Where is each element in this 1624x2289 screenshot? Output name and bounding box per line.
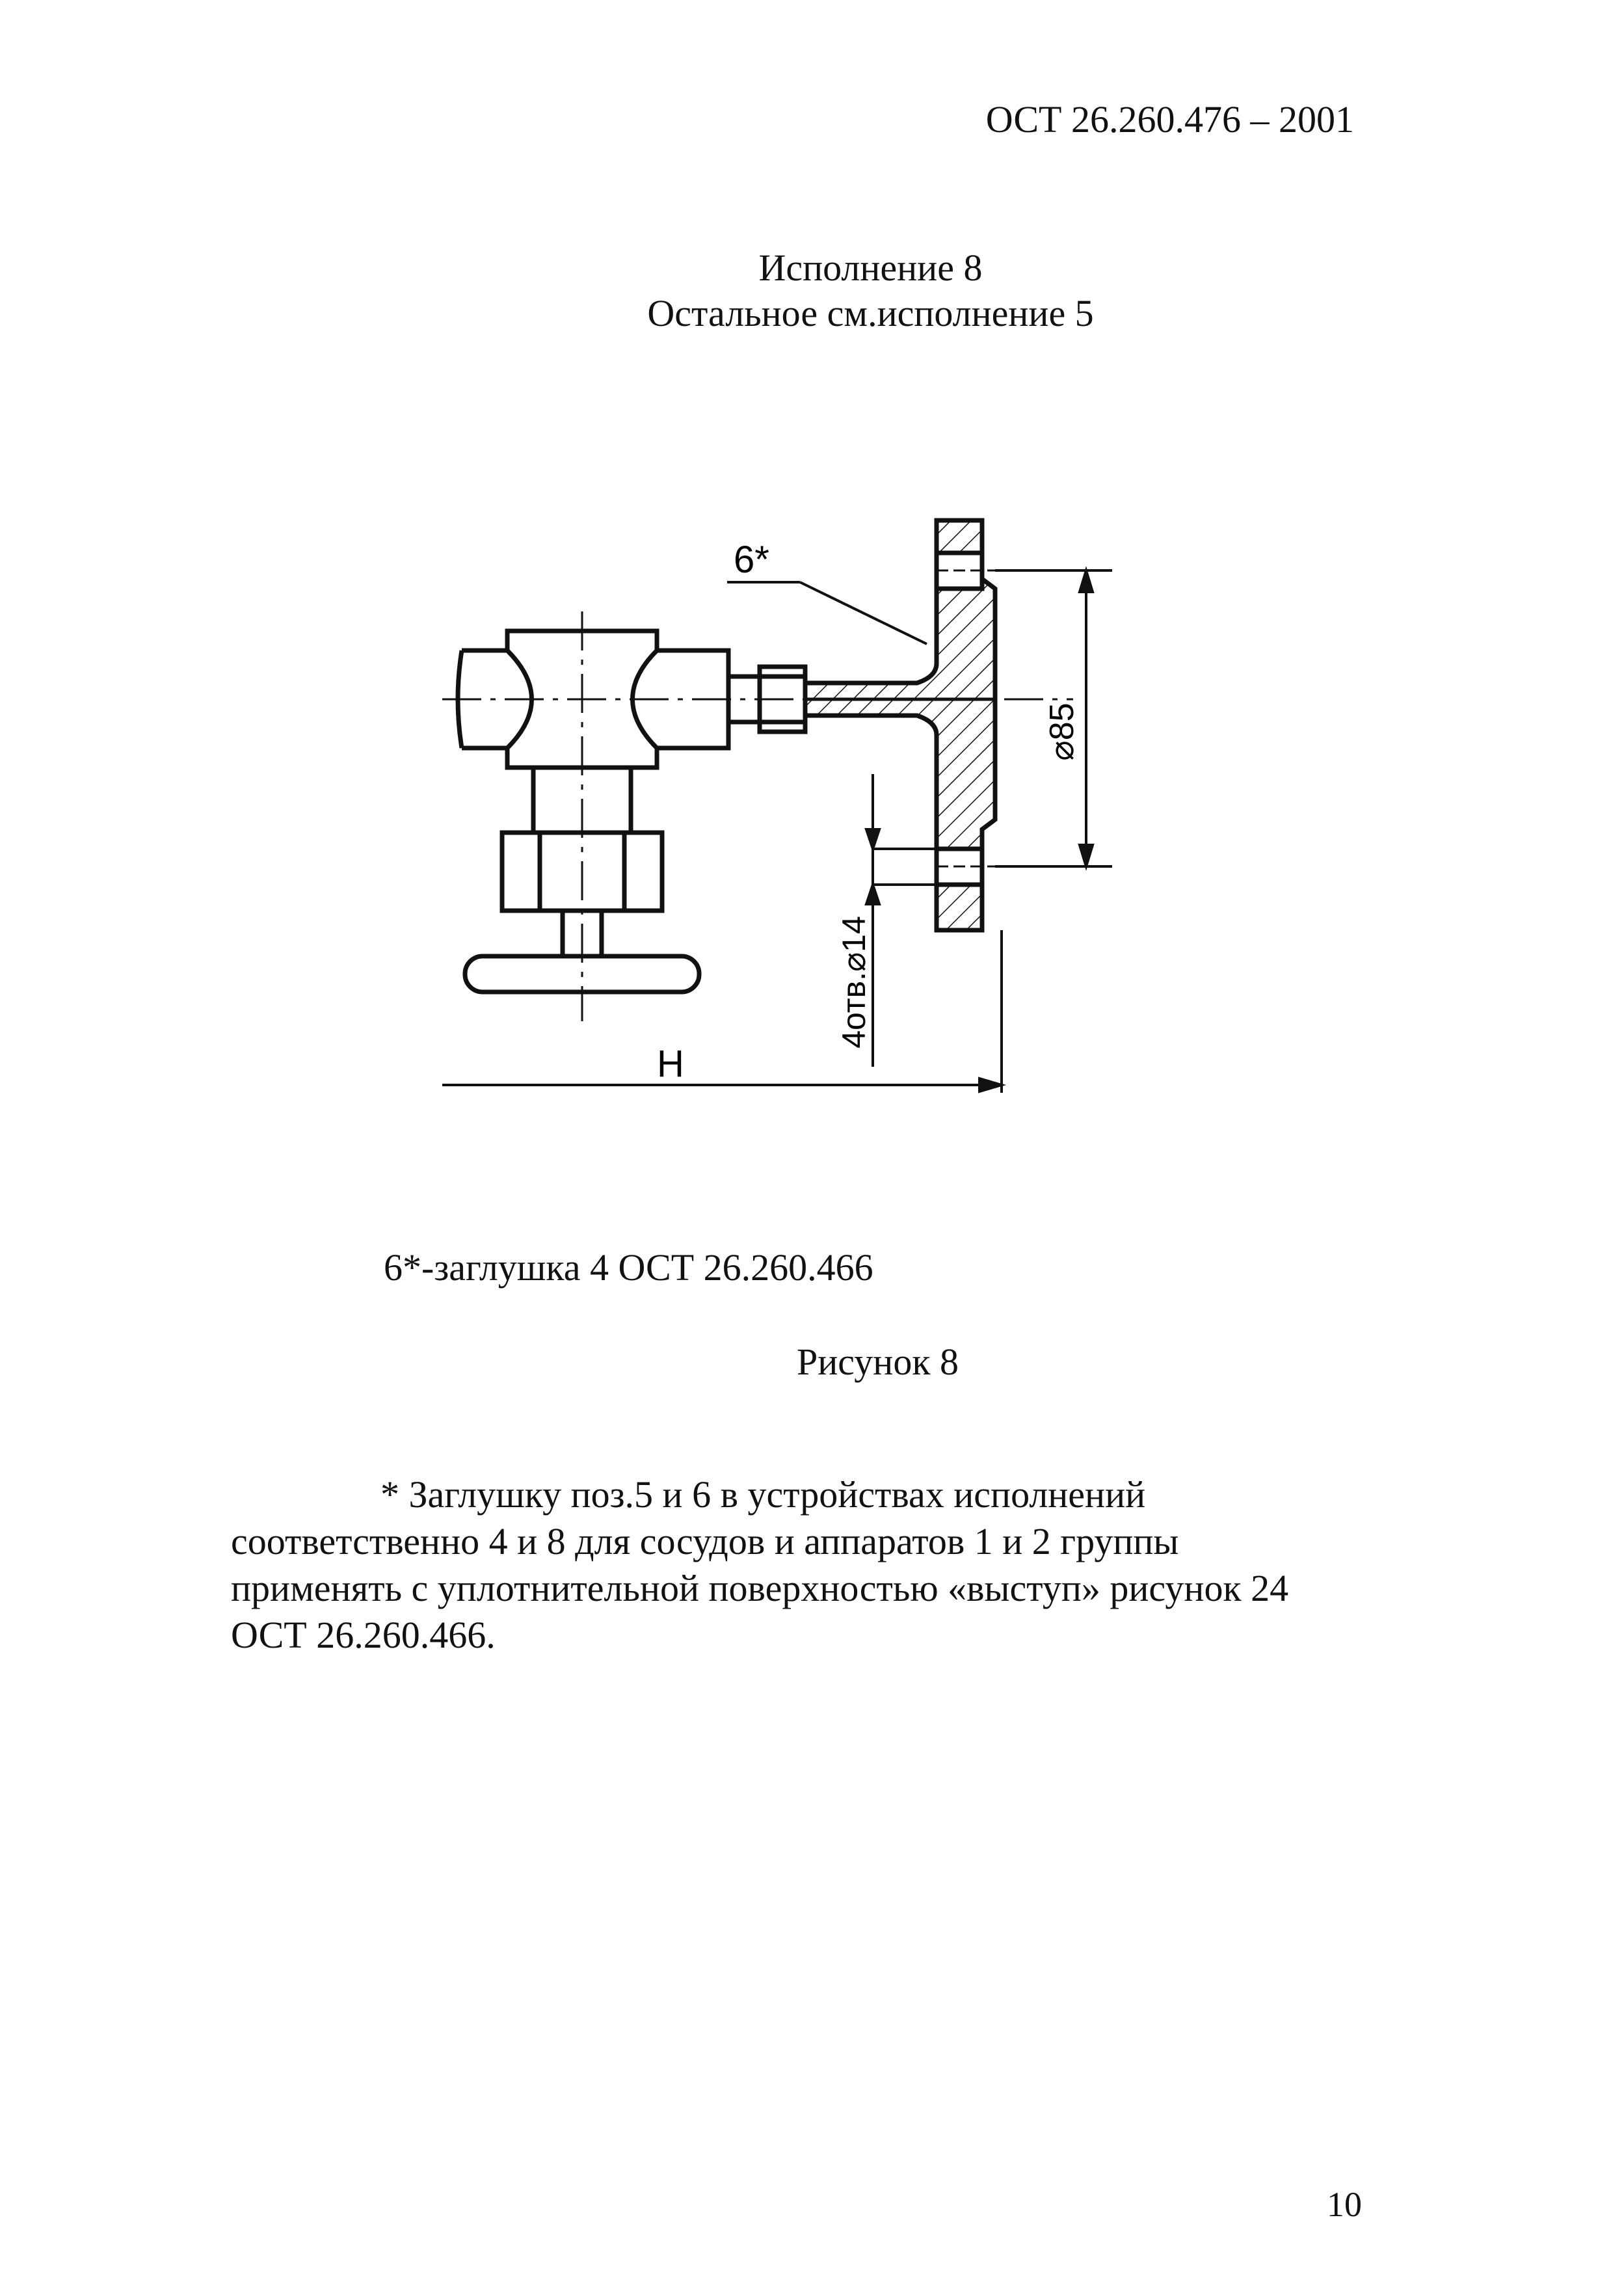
- footnote-line: применять с уплотнительной поверхностью …: [231, 1567, 1289, 1609]
- footnote-line: соответственно 4 и 8 для сосудов и аппар…: [231, 1520, 1179, 1562]
- callout-label: 6*: [734, 539, 769, 581]
- holes-label: 4отв.⌀14: [836, 916, 872, 1049]
- length-dimension: [442, 930, 1007, 1093]
- figure-number: Рисунок 8: [797, 1341, 959, 1383]
- variant-subtitle: Остальное см.исполнение 5: [647, 292, 1094, 334]
- figure-caption: 6*-заглушка 4 ОСТ 26.260.466: [384, 1246, 873, 1289]
- valve-body: [455, 628, 808, 995]
- variant-title: Исполнение 8: [758, 247, 983, 289]
- footnote-line: ОСТ 26.260.466.: [231, 1614, 496, 1656]
- footnote: * Заглушку поз.5 и 6 в устройствах испол…: [231, 1471, 1369, 1659]
- page-number: 10: [1327, 2185, 1362, 2224]
- footnote-line: * Заглушку поз.5 и 6 в устройствах испол…: [380, 1473, 1146, 1516]
- diameter-dimension: [995, 566, 1112, 871]
- callout: 6*: [727, 539, 927, 645]
- technical-drawing: 6* ⌀85 4отв.⌀14 H: [442, 518, 1112, 1093]
- length-label: H: [657, 1043, 684, 1085]
- flange-plug: [803, 518, 998, 933]
- diameter-label: ⌀85: [1043, 703, 1081, 760]
- document-code: ОСТ 26.260.476 – 2001: [985, 98, 1354, 141]
- holes-dimension: [864, 774, 937, 1067]
